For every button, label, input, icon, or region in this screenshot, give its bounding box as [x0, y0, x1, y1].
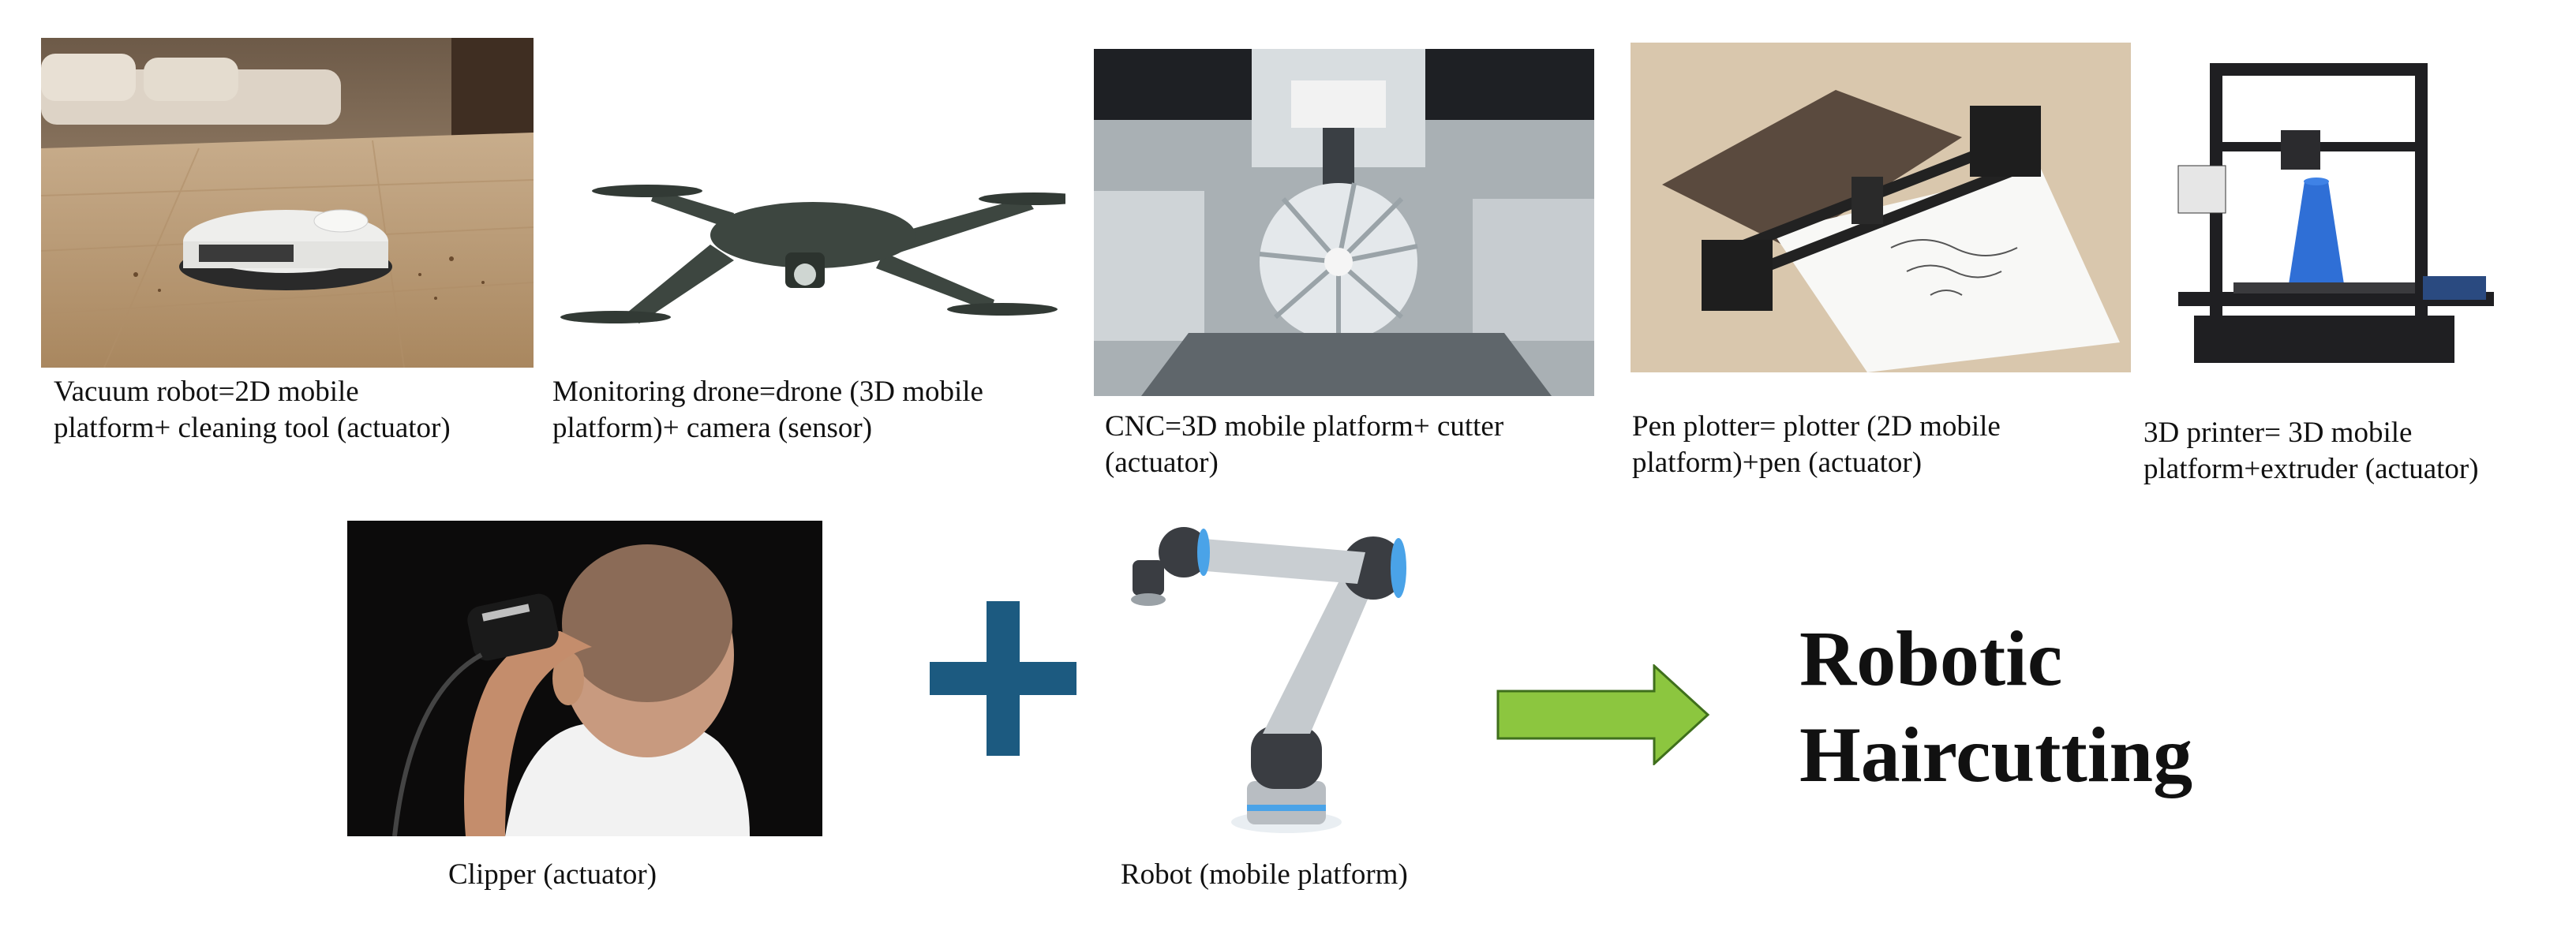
cnc-caption: CNC=3D mobile platform+ cutter (actuator…: [1105, 409, 1503, 482]
caption-line: CNC=3D mobile platform+ cutter: [1105, 410, 1504, 443]
3d-printer-photo: [2162, 55, 2502, 387]
vacuum-robot-photo: [41, 38, 534, 368]
result-title: Robotic Haircutting: [1799, 611, 2192, 803]
vacuum-caption: Vacuum robot=2D mobile platform+ cleanin…: [54, 374, 451, 447]
caption-line: platform)+pen (actuator): [1632, 447, 1923, 480]
drone-caption: Monitoring drone=drone (3D mobile platfo…: [552, 374, 983, 447]
caption-line: Vacuum robot=2D mobile: [54, 376, 359, 408]
title-line: Haircutting: [1799, 711, 2193, 798]
caption-line: 3D printer= 3D mobile: [2144, 417, 2413, 449]
plus-icon: [930, 601, 1076, 756]
clipper-caption: Clipper (actuator): [448, 857, 657, 893]
robot-arm-photo: [1121, 521, 1468, 836]
cnc-machine-photo: [1094, 49, 1594, 396]
robot-caption: Robot (mobile platform): [1121, 857, 1408, 893]
caption-line: Pen plotter= plotter (2D mobile: [1632, 410, 2001, 443]
pen-plotter-photo: [1631, 43, 2131, 372]
clipper-photo: [347, 521, 822, 836]
caption-line: platform)+ camera (sensor): [552, 412, 873, 445]
caption-line: platform+ cleaning tool (actuator): [54, 412, 451, 445]
title-line: Robotic: [1799, 615, 2063, 702]
arrow-right-icon: [1496, 664, 1710, 765]
caption-line: Robot (mobile platform): [1121, 858, 1408, 891]
caption-line: Monitoring drone=drone (3D mobile: [552, 376, 983, 408]
plotter-caption: Pen plotter= plotter (2D mobile platform…: [1632, 409, 2001, 482]
caption-line: Clipper (actuator): [448, 858, 657, 891]
drone-photo: [552, 134, 1065, 347]
caption-line: (actuator): [1105, 447, 1219, 480]
printer-caption: 3D printer= 3D mobile platform+extruder …: [2144, 415, 2479, 488]
caption-line: platform+extruder (actuator): [2144, 453, 2479, 486]
